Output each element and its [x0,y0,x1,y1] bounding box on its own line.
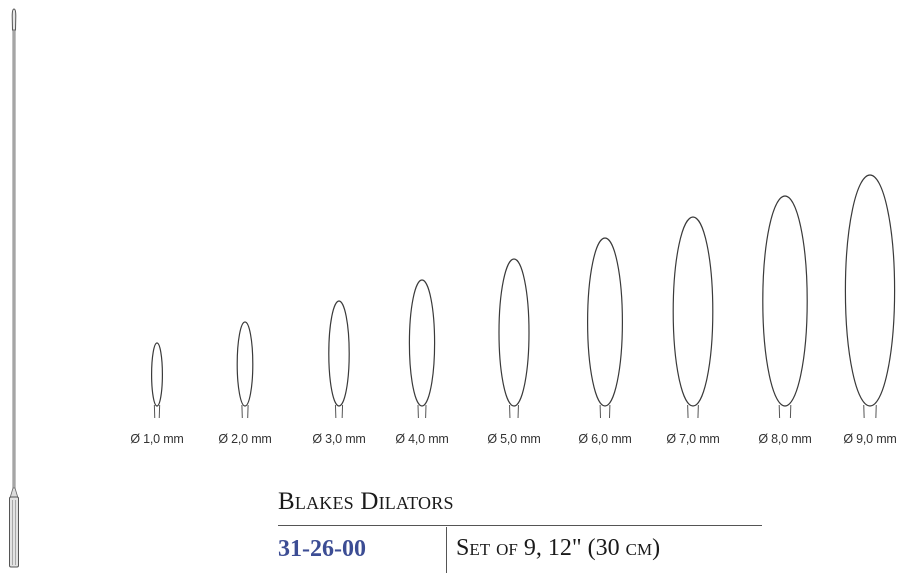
table-column-divider [446,527,447,573]
dilator-tip [762,195,808,419]
dilator-tip-olive [498,258,530,407]
product-title: Blakes Dilators [278,488,454,515]
size-label: Ø 2,0 mm [218,432,272,446]
size-label: Ø 6,0 mm [578,432,632,446]
table-rule [278,525,762,526]
dilator-tip [586,237,623,419]
dilator-tips [151,174,896,419]
catalog-number: 31-26-00 [278,536,366,562]
dilator-tip [408,279,436,419]
dilator-tip-olive [672,216,714,407]
size-label: Ø 4,0 mm [395,432,449,446]
size-label: Ø 5,0 mm [487,432,541,446]
dilator-tip [498,258,530,419]
dilator-tip [151,342,164,419]
size-label: Ø 3,0 mm [312,432,366,446]
dilator-tip-olive [844,174,896,407]
dilator-tip [236,321,254,419]
size-label: Ø 1,0 mm [130,432,184,446]
dilator-tip [672,216,714,419]
dilator-tip-olive [236,321,254,407]
size-label: Ø 8,0 mm [758,432,812,446]
dilator-tip-olive [328,300,350,407]
instrument-tip [11,8,17,31]
dilator-tip [328,300,350,419]
dilator-tip-olive [762,195,808,407]
dilator-instrument-drawing [9,8,19,568]
dilator-tip [844,174,896,419]
dilator-tip-olive [408,279,436,407]
size-label: Ø 7,0 mm [666,432,720,446]
size-label: Ø 9,0 mm [843,432,897,446]
dilator-tip-olive [151,342,164,407]
product-description: Set of 9, 12" (30 cm) [456,535,661,561]
instrument-handle [9,496,19,568]
dilator-tip-olive [586,237,623,407]
